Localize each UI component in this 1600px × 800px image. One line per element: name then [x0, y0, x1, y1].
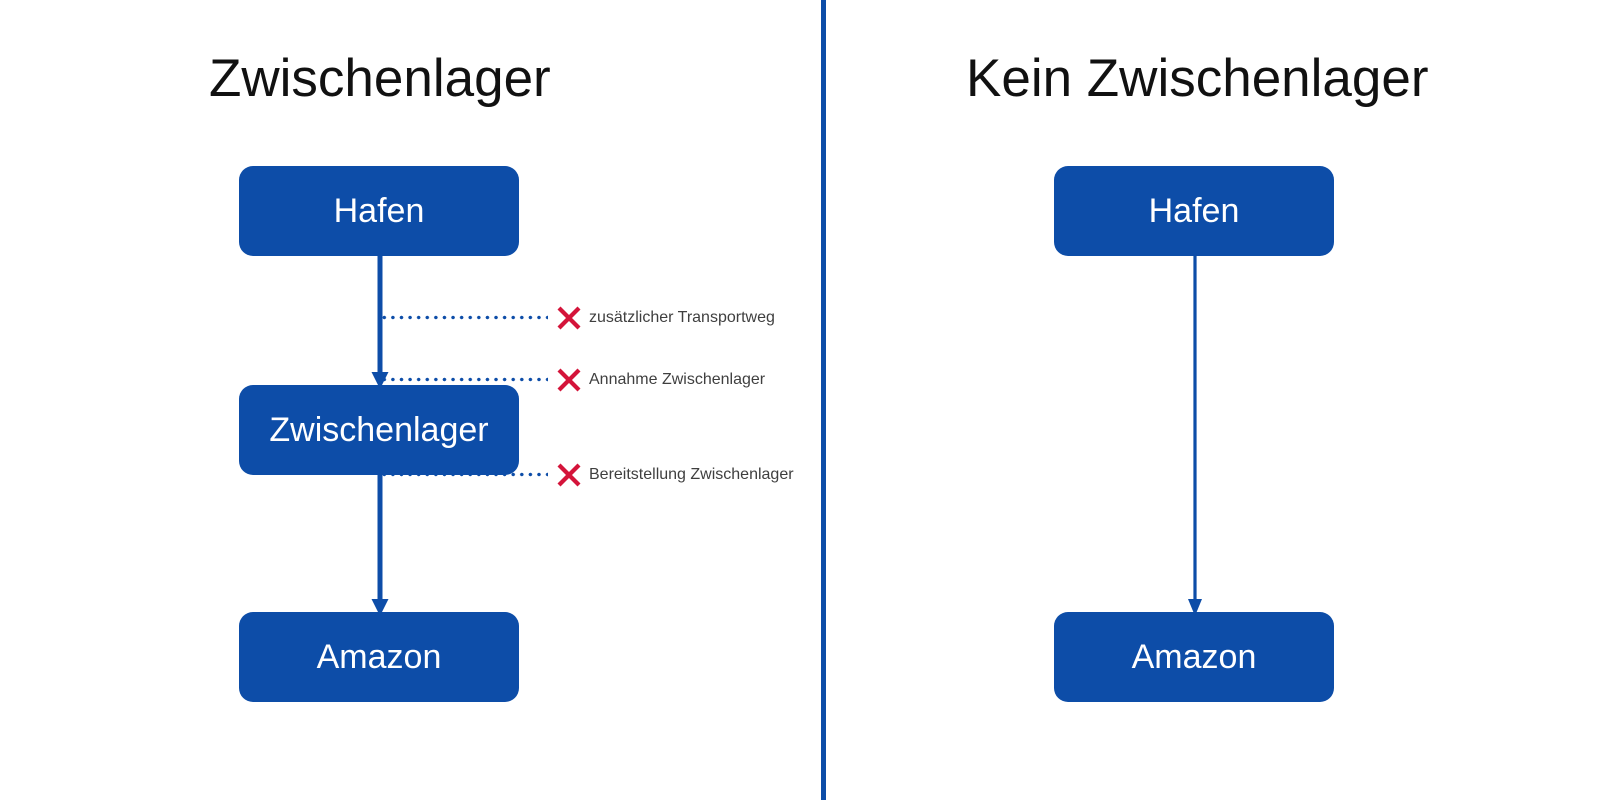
column-title-right: Kein Zwischenlager [966, 49, 1429, 108]
down-arrow-icon-zwischenlager-to-amazon [371, 473, 389, 616]
red-x-icon-2 [556, 367, 582, 393]
dotted-leader-line-1 [380, 315, 548, 320]
callout-label-zusaetzlicher-transportweg: zusätzlicher Transportweg [589, 309, 775, 326]
node-right-hafen[interactable]: Hafen [1054, 166, 1334, 256]
down-arrow-icon-hafen-to-amazon [1188, 254, 1202, 616]
column-title-left: Zwischenlager [209, 49, 551, 108]
node-left-amazon[interactable]: Amazon [239, 612, 519, 702]
node-right-amazon[interactable]: Amazon [1054, 612, 1334, 702]
red-x-icon-1 [556, 305, 582, 331]
node-left-zwischenlager[interactable]: Zwischenlager [239, 385, 519, 475]
down-arrow-icon-hafen-to-zwischenlager [371, 254, 389, 389]
dotted-leader-line-3 [380, 472, 548, 477]
column-divider [821, 0, 826, 800]
node-left-hafen[interactable]: Hafen [239, 166, 519, 256]
callout-label-annahme-zwischenlager: Annahme Zwischenlager [589, 371, 766, 388]
dotted-leader-line-2 [380, 377, 548, 382]
red-x-icon-3 [556, 462, 582, 488]
callout-label-bereitstellung-zwischenlager: Bereitstellung Zwischenlager [589, 466, 794, 483]
